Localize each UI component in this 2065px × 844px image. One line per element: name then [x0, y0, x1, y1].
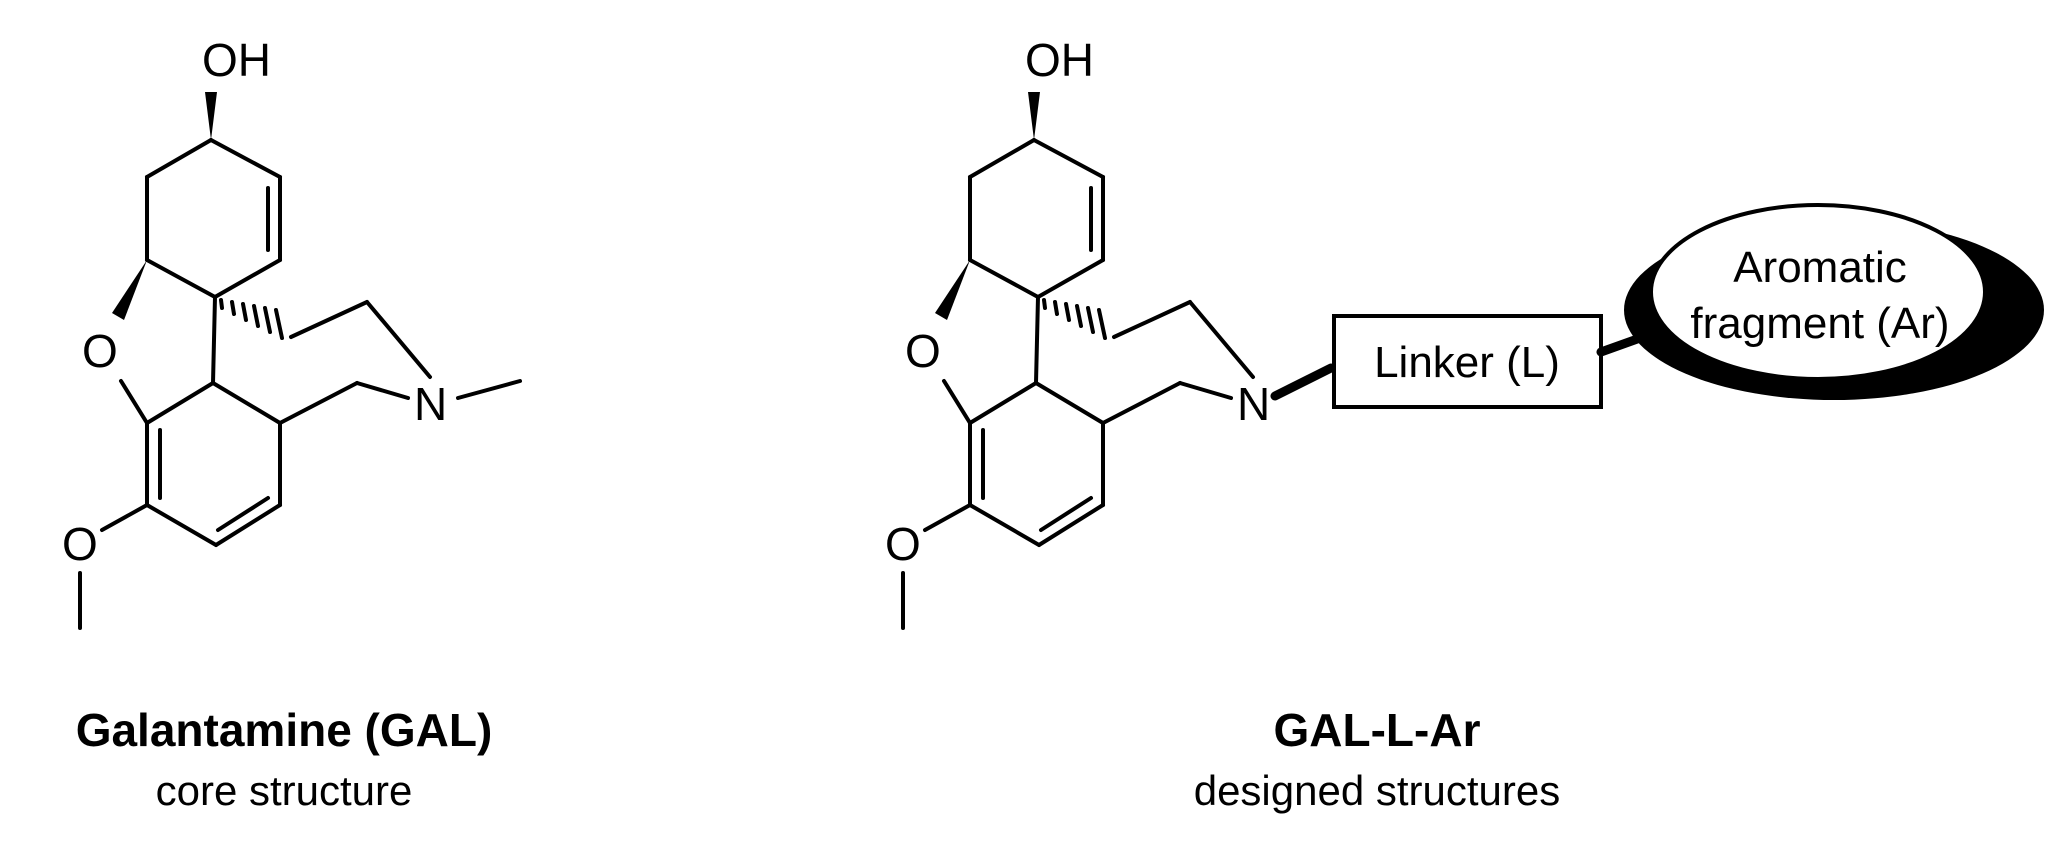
aromatic-fragment-ellipse — [1649, 203, 1987, 381]
gal-l-ar-structure: OH O O N — [885, 34, 1270, 630]
methoxy-oxygen-label: O — [62, 518, 98, 570]
linker-label: Linker (L) — [1374, 338, 1560, 387]
gal-l-ar-bonds — [901, 138, 1255, 630]
aromatic-label-line1: Aromatic — [1733, 243, 1907, 292]
hashed-bond — [219, 298, 284, 340]
aromatic-label-line2: fragment (Ar) — [1690, 299, 1949, 348]
wedge-bond — [1028, 92, 1040, 140]
ether-oxygen-label: O — [905, 325, 941, 377]
galantamine-structure: OH O O N — [62, 34, 522, 630]
hydroxyl-label: OH — [1025, 34, 1094, 86]
hydroxyl-label: OH — [202, 34, 271, 86]
galantamine-bonds — [78, 138, 522, 630]
galantamine-subtitle: core structure — [156, 767, 413, 814]
gal-l-ar-subtitle: designed structures — [1194, 767, 1561, 814]
methoxy-oxygen-label: O — [885, 518, 921, 570]
wedge-bond — [205, 92, 217, 140]
hashed-bond — [1042, 298, 1107, 340]
wedge-bond — [935, 260, 970, 320]
amine-label: N — [1237, 378, 1270, 430]
ether-oxygen-label: O — [82, 325, 118, 377]
galantamine-title: Galantamine (GAL) — [76, 704, 493, 756]
connector-n-to-linker — [1270, 363, 1336, 401]
amine-label: N — [414, 378, 447, 430]
linker-box — [1332, 314, 1603, 409]
wedge-bond — [112, 260, 147, 320]
gal-l-ar-title: GAL-L-Ar — [1274, 704, 1481, 756]
